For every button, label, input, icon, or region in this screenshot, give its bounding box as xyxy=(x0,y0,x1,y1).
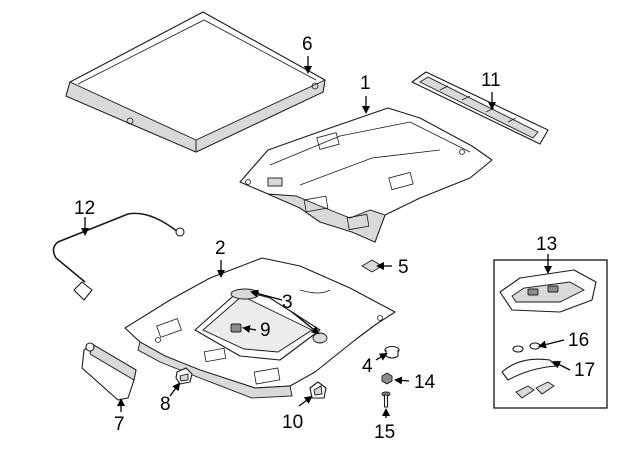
map-lamp-detail-box xyxy=(493,259,608,409)
callout-9: 9 xyxy=(260,320,271,341)
callout-3: 3 xyxy=(282,292,293,313)
roof-panel-part xyxy=(65,11,326,153)
callout-7: 7 xyxy=(114,414,125,435)
grommet-part-4 xyxy=(384,345,400,359)
callout-16: 16 xyxy=(568,330,589,351)
callout-4: 4 xyxy=(362,356,373,377)
callout-17: 17 xyxy=(574,360,595,381)
callout-1: 1 xyxy=(360,73,371,94)
roof-rail-part xyxy=(411,71,549,145)
callout-11: 11 xyxy=(481,70,501,91)
callout-15: 15 xyxy=(374,422,395,443)
callout-2: 2 xyxy=(215,238,226,259)
screw-part-15 xyxy=(381,391,391,408)
headliner-lower-part xyxy=(124,257,396,399)
callout-10: 10 xyxy=(282,412,303,433)
nut-part-14 xyxy=(381,372,393,385)
callout-12: 12 xyxy=(74,198,95,219)
callout-14: 14 xyxy=(414,372,436,393)
visor-clip-part xyxy=(175,367,193,385)
callout-6: 6 xyxy=(302,34,313,55)
wire-harness-part xyxy=(52,212,185,301)
callout-13: 13 xyxy=(536,234,557,255)
leader-lines xyxy=(81,56,571,418)
headliner-part xyxy=(239,107,493,243)
callout-8: 8 xyxy=(160,394,171,415)
callout-5: 5 xyxy=(398,257,409,278)
clip-part-9 xyxy=(230,323,242,333)
clip-part-10 xyxy=(309,381,327,399)
sun-visor-part xyxy=(81,342,137,401)
